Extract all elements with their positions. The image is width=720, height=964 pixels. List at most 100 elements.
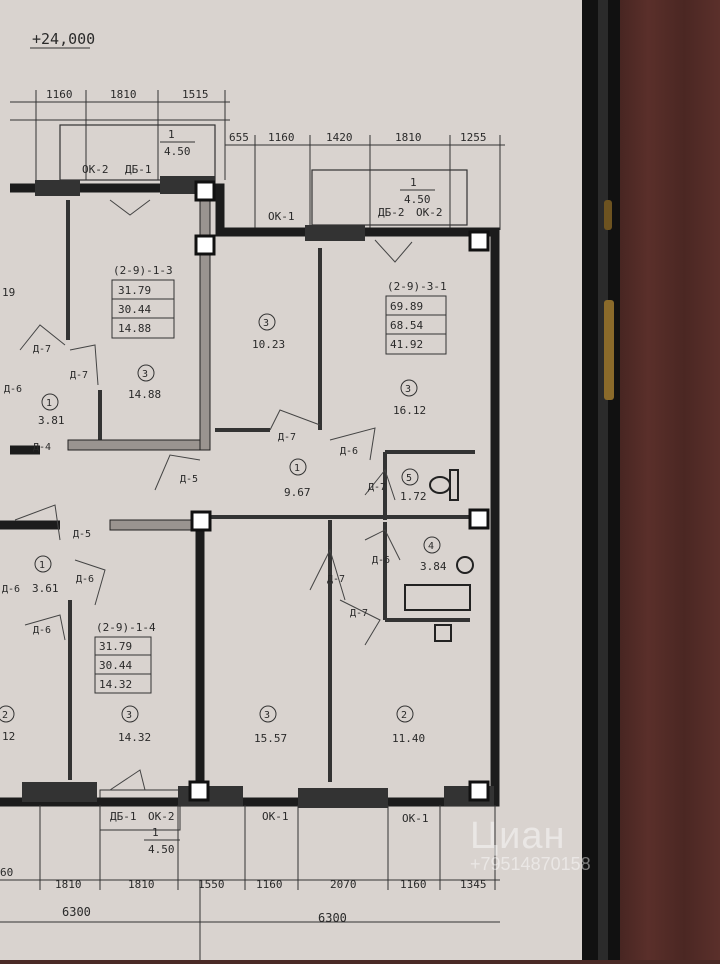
dim-bottom-6: 2070 (330, 878, 357, 891)
dim-top-left-3: 1515 (182, 88, 209, 101)
room-number: 1 (39, 560, 45, 571)
room-marker: 3 15.57 (254, 705, 287, 745)
room-area: 14.88 (128, 388, 161, 401)
apartment-box-2: (2-9)-3-1 69.89 68.54 41.92 (385, 280, 447, 355)
apartment-code-1: (2-9)-1-3 (113, 264, 173, 277)
door-label: Д-5 (180, 474, 198, 485)
room-area: 3.81 (38, 414, 65, 427)
room-area: 14.32 (118, 731, 151, 744)
room-marker: 2 12 (0, 705, 15, 743)
door-label: Д-6 (4, 384, 22, 395)
dimension-line-top-left (10, 90, 230, 180)
room-marker: 1 9.67 (284, 458, 311, 499)
room-area: 9.67 (284, 486, 311, 499)
section-mark-top-right-num: 1 (410, 176, 417, 189)
door-label: Д-5 (73, 529, 91, 540)
apartment-1-living-total: 30.44 (118, 303, 151, 316)
floor-plan-drawing: +24,000 1160 1810 1515 655 1160 1420 (0, 30, 505, 960)
room-marker: 4 3.84 (420, 536, 447, 573)
dim-top-right-5: 1255 (460, 131, 487, 144)
apartment-code-2: (2-9)-3-1 (387, 280, 447, 293)
apartment-3-living: 14.32 (99, 678, 132, 691)
dimension-line-bottom (0, 805, 500, 960)
window-label-db1-top-left: ДБ-1 (125, 163, 152, 176)
section-mark-bottom-num: 1 (152, 826, 159, 839)
door-label: Д-7 (70, 370, 88, 381)
room-marker: 1 3.81 (38, 393, 65, 427)
room-marker: 2 11.40 (392, 705, 425, 745)
apartment-2-living-total: 68.54 (390, 319, 423, 332)
dim-top-left-1: 1160 (46, 88, 73, 101)
section-mark-bottom-sheet: 4.50 (148, 843, 175, 856)
room-number: 3 (126, 710, 132, 721)
apartment-1-total: 31.79 (118, 284, 151, 297)
phone-side-button-long (604, 300, 614, 400)
door-label: Д-6 (340, 446, 358, 457)
room-area: 12 (2, 730, 15, 743)
section-mark-top-left-sheet: 4.50 (164, 145, 191, 158)
room-area: 10.23 (252, 338, 285, 351)
room-area: 16.12 (393, 404, 426, 417)
dim-top-left-2: 1810 (110, 88, 137, 101)
room-area: 15.57 (254, 732, 287, 745)
watermark-phone: +79514870158 (470, 854, 591, 874)
room-number: 2 (401, 710, 407, 721)
door-label: Д-7 (33, 344, 51, 355)
door-label: Д-6 (76, 574, 94, 585)
window-label-ok1-bottom-b: ОК-1 (402, 812, 429, 825)
room-marker: 19 (2, 286, 15, 299)
dim-bottom-1: 60 (0, 866, 13, 879)
apartment-3-living-total: 30.44 (99, 659, 132, 672)
door-label: Д-6 (372, 555, 390, 566)
door-label: Д-6 (2, 584, 20, 595)
window-label-ok1-bottom-a: ОК-1 (262, 810, 289, 823)
room-marker: 1 3.61 (32, 555, 59, 595)
room-marker: 3 14.88 (128, 364, 161, 401)
dim-total-right: 6300 (318, 911, 347, 925)
room-area: 1.72 (400, 490, 427, 503)
phone-side-button (604, 200, 612, 230)
partitions (66, 200, 480, 782)
dim-bottom-5: 1160 (256, 878, 283, 891)
apartment-2-living: 41.92 (390, 338, 423, 351)
dimension-line-top-right (225, 135, 505, 230)
apartment-2-total: 69.89 (390, 300, 423, 313)
dim-top-right-4: 1810 (395, 131, 422, 144)
room-marker: 3 14.32 (118, 705, 151, 744)
wooden-desk-background (600, 0, 720, 960)
apartment-3-total: 31.79 (99, 640, 132, 653)
room-number: 5 (406, 473, 412, 484)
window-label-ok2-top-left: ОК-2 (82, 163, 109, 176)
room-area: 3.61 (32, 582, 59, 595)
room-marker: 3 10.23 (252, 313, 285, 351)
window-label-ok2-bottom: ОК-2 (148, 810, 175, 823)
apartment-code-3: (2-9)-1-4 (96, 621, 156, 634)
dim-top-right-2: 1160 (268, 131, 295, 144)
apartment-1-living: 14.88 (118, 322, 151, 335)
window-label-db1-bottom: ДБ-1 (110, 810, 137, 823)
window-label-ok1-top: ОК-1 (268, 210, 295, 223)
dim-bottom-3: 1810 (128, 878, 155, 891)
columns (188, 180, 490, 802)
door-swings (14, 199, 413, 791)
dim-bottom-2: 1810 (55, 878, 82, 891)
room-marker: 3 16.12 (393, 379, 426, 417)
room-area: 3.84 (420, 560, 447, 573)
elevation-label: +24,000 (32, 30, 95, 48)
room-number: 1 (294, 463, 300, 474)
door-label: Д-4 (33, 442, 51, 453)
dim-total-left: 6300 (62, 905, 91, 919)
dim-bottom-8: 1345 (460, 878, 487, 891)
floor-plan-screen: +24,000 1160 1810 1515 655 1160 1420 (0, 0, 582, 960)
room-number: 3 (264, 710, 270, 721)
room-number: 3 (142, 369, 148, 380)
room-number: 1 (46, 398, 52, 409)
apartment-box-1: (2-9)-1-3 31.79 30.44 14.88 (111, 264, 175, 339)
section-mark-top-left-num: 1 (168, 128, 175, 141)
room-number: 4 (428, 541, 434, 552)
apartment-box-3: (2-9)-1-4 31.79 30.44 14.32 (94, 621, 156, 694)
room-area: 11.40 (392, 732, 425, 745)
dim-bottom-4: 1550 (198, 878, 225, 891)
door-label: Д-6 (33, 625, 51, 636)
